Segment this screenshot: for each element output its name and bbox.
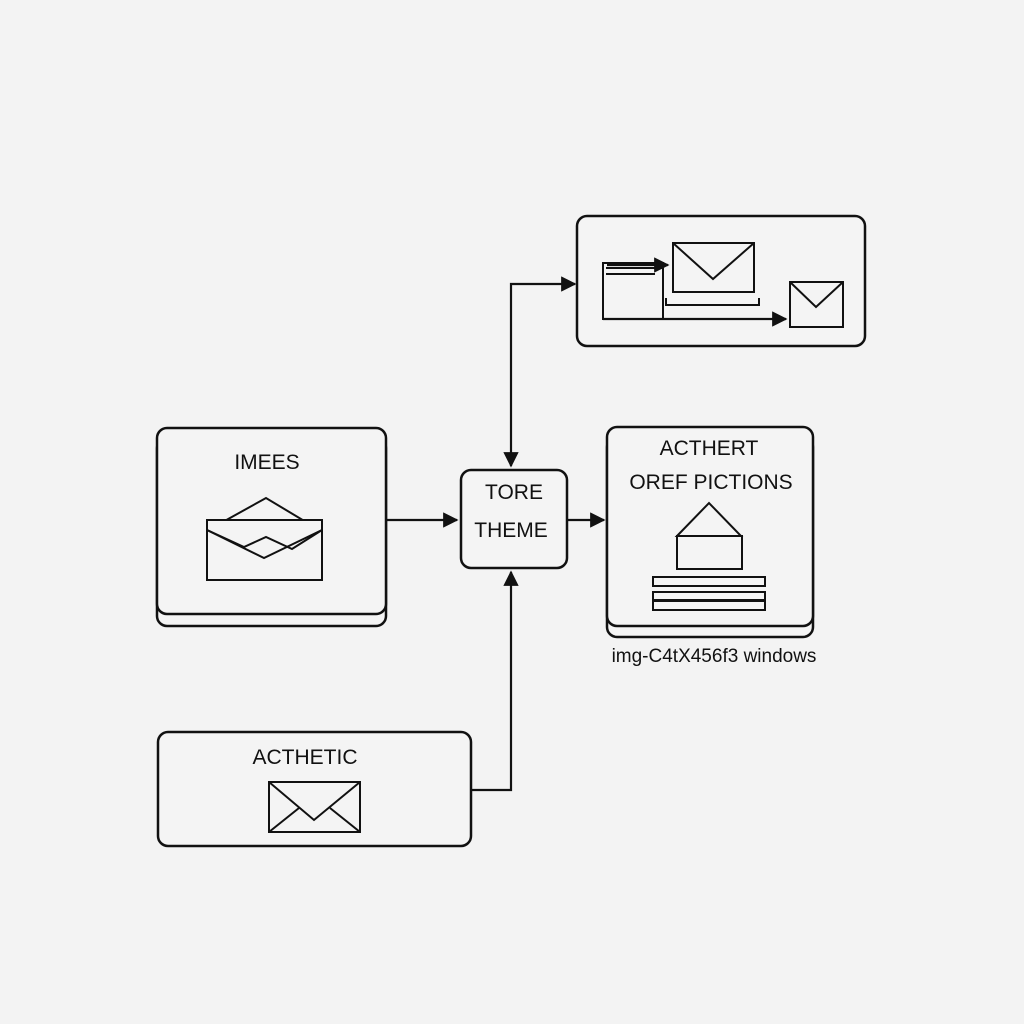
node-aesthetic[interactable]: ACTHETIC: [156, 730, 473, 848]
envelope-icon: [789, 281, 844, 328]
node-store-theme-box: [459, 468, 569, 570]
open-envelope-icon: [206, 496, 323, 581]
inner-bracket: [665, 298, 760, 306]
arrow-store-to-outbox: [503, 276, 577, 468]
node-images[interactable]: IMEES: [155, 426, 388, 628]
connectors: [386, 276, 606, 792]
envelope-icon: [672, 242, 755, 293]
node-output-line2: OREF PICTIONS: [629, 471, 792, 494]
node-store-theme[interactable]: TORE THEME: [459, 468, 569, 570]
node-images-label: IMEES: [234, 451, 299, 474]
node-output[interactable]: ACTHERT OREF PICTIONS: [605, 425, 815, 639]
node-outbox[interactable]: [575, 214, 867, 348]
house-icon: [652, 501, 766, 611]
envelope-icon: [268, 781, 361, 833]
node-store-theme-line2: THEME: [474, 519, 548, 542]
node-store-theme-line1: TORE: [485, 481, 543, 504]
node-output-line1: ACTHERT: [660, 437, 759, 460]
node-aesthetic-label: ACTHETIC: [253, 746, 358, 769]
arrow-aesthetic-to-store: [471, 570, 519, 792]
diagram-caption: img-C4tX456f3 windows: [612, 646, 817, 667]
